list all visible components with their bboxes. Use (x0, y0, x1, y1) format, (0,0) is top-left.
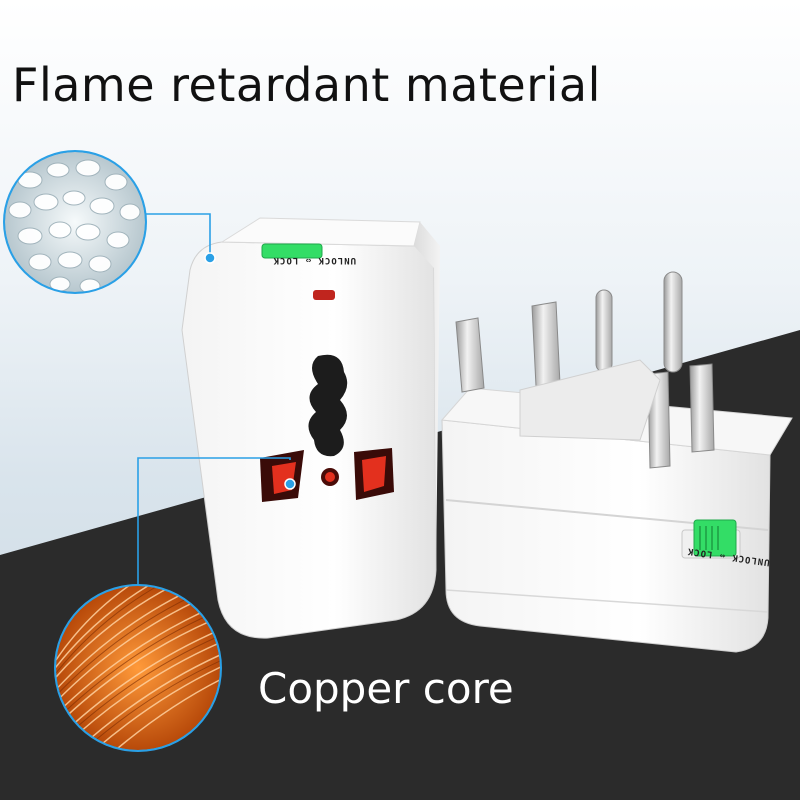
callout-dot-top (204, 252, 216, 264)
callout-dot-bottom (284, 478, 296, 490)
copper-callout-circle (54, 584, 222, 752)
callout-lines (137, 213, 291, 586)
adapter-back: UNLOCK ⇔ LOCK (440, 271, 793, 653)
caption-text: Copper core (258, 664, 514, 713)
headline-text: Flame retardant material (12, 58, 601, 112)
adapter-front: UNLOCK ⇔ LOCK (181, 217, 440, 639)
switch-label-top: UNLOCK ⇔ LOCK (273, 255, 356, 265)
material-callout-circle (3, 150, 147, 294)
